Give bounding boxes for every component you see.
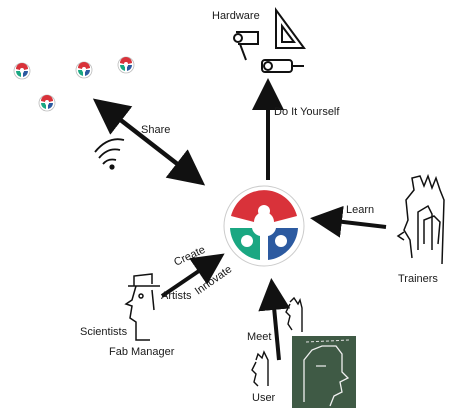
- hardware-label: Hardware: [212, 10, 260, 22]
- learn-label: Learn: [346, 204, 374, 216]
- learn-arrow: [310, 205, 387, 238]
- meet-arrow: [258, 278, 291, 361]
- create-label: Create: [172, 244, 207, 269]
- user-sketch: [251, 350, 269, 387]
- meet-sketch: [285, 296, 303, 332]
- mini-logos: [13, 56, 135, 112]
- trainers-label: Trainers: [398, 273, 438, 285]
- wifi-icon: [94, 138, 125, 170]
- trainers-sketch: [396, 173, 445, 265]
- artist-sketch: [124, 273, 160, 341]
- chalkboard-image: [292, 336, 356, 408]
- arrows: [92, 78, 387, 361]
- set-square-icon: [275, 6, 306, 49]
- user-label: User: [252, 392, 276, 404]
- hair-dryer-icon: [233, 31, 259, 61]
- share-arrow: [92, 98, 206, 186]
- diy-label: Do It Yourself: [274, 106, 340, 118]
- meet-label: Meet: [247, 331, 271, 343]
- share-label: Share: [141, 124, 170, 136]
- fab-manager-label: Fab Manager: [109, 346, 175, 358]
- scientists-label: Scientists: [80, 326, 128, 338]
- artists-label: Artists: [161, 290, 192, 302]
- fab-lab-logo: [223, 185, 305, 267]
- drill-icon: [261, 59, 304, 73]
- create-arrow: [160, 253, 225, 298]
